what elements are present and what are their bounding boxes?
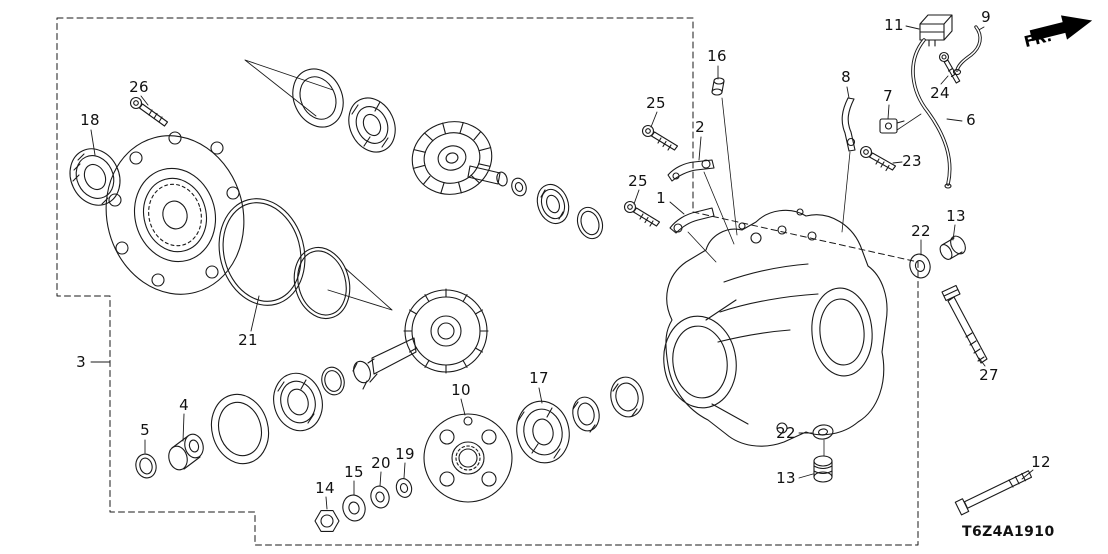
part-label-16: 16	[707, 47, 727, 65]
plug-13-lower	[813, 455, 833, 483]
plug-13-upper	[939, 235, 966, 260]
part-label-13: 13	[776, 469, 796, 487]
pointer-wedges	[244, 59, 393, 311]
part-label-5: 5	[140, 421, 150, 439]
joint-bracket-1	[669, 207, 715, 234]
shim-stack	[572, 396, 600, 433]
part-label-24: 24	[930, 84, 950, 102]
part-label-25: 25	[646, 94, 666, 112]
part-label-6: 6	[966, 111, 976, 129]
part-label-17: 17	[529, 369, 549, 387]
bracket-8	[841, 97, 856, 152]
snap-ring	[321, 366, 345, 396]
bolt-25-lower	[623, 200, 661, 227]
part-label-26: 26	[129, 78, 149, 96]
part-label-19: 19	[395, 445, 415, 463]
bolt-25-upper	[641, 124, 679, 151]
bearing-17	[516, 400, 570, 464]
tube-clamp-7	[879, 118, 905, 134]
breather-chamber-11	[919, 14, 953, 47]
washer-22-upper	[909, 253, 931, 279]
part-label-1: 1	[656, 189, 666, 207]
washer-22-lower	[812, 424, 834, 440]
o-rings-21	[218, 198, 351, 320]
bolt-27	[941, 284, 988, 364]
bearing-mid-upper	[536, 183, 570, 225]
dowel-pin-16	[711, 77, 725, 96]
part-label-11: 11	[884, 16, 904, 34]
locknut-14	[314, 510, 340, 532]
part-label-18: 18	[80, 111, 100, 129]
taper-bearing-upper	[348, 97, 396, 153]
part-label-22: 22	[776, 424, 796, 442]
bearing-race-upper	[292, 68, 344, 128]
breather-pipe-9	[952, 25, 982, 76]
bolt-26	[129, 96, 169, 127]
case-cover	[105, 131, 245, 295]
ring-spacer	[610, 376, 644, 418]
ring-small-upper	[576, 206, 604, 240]
washer-20	[370, 485, 390, 509]
part-label-15: 15	[344, 463, 364, 481]
part-label-9: 9	[981, 8, 991, 26]
part-label-20: 20	[371, 454, 391, 472]
part-label-21: 21	[238, 331, 258, 349]
spacer-ring	[210, 393, 270, 465]
bolt-24	[938, 51, 961, 84]
oil-seal	[69, 148, 121, 206]
washer-15	[342, 494, 366, 522]
ring-5	[135, 453, 157, 479]
companion-flange-10	[423, 413, 513, 503]
bolt-12	[954, 470, 1033, 516]
part-label-3: 3	[76, 353, 86, 371]
joint-bracket-2	[667, 159, 715, 182]
collar-4	[168, 433, 204, 471]
boundary-dashed-outline	[56, 17, 919, 546]
part-label-7: 7	[883, 87, 893, 105]
diagram-code: T6Z4A1910	[962, 524, 1055, 540]
bolt-23	[859, 145, 897, 172]
part-label-23: 23	[902, 152, 922, 170]
part-label-2: 2	[695, 118, 705, 136]
part-label-27: 27	[979, 366, 999, 384]
washer-small-upper	[511, 177, 527, 197]
fr-direction-arrow-icon	[1029, 15, 1093, 42]
output-gear-shaft	[352, 288, 489, 390]
connector-lines	[687, 97, 922, 457]
part-label-13: 13	[946, 207, 966, 225]
breather-tube-6	[911, 38, 952, 189]
part-label-22: 22	[911, 222, 931, 240]
taper-bearing-lower	[273, 372, 323, 432]
washer-19	[395, 478, 413, 498]
part-label-4: 4	[179, 396, 189, 414]
part-label-8: 8	[841, 68, 851, 86]
bevel-gear-shaft	[411, 121, 508, 195]
part-label-14: 14	[315, 479, 335, 497]
transfer-housing	[663, 208, 888, 447]
part-label-10: 10	[451, 381, 471, 399]
part-label-25: 25	[628, 172, 648, 190]
part-label-12: 12	[1031, 453, 1051, 471]
